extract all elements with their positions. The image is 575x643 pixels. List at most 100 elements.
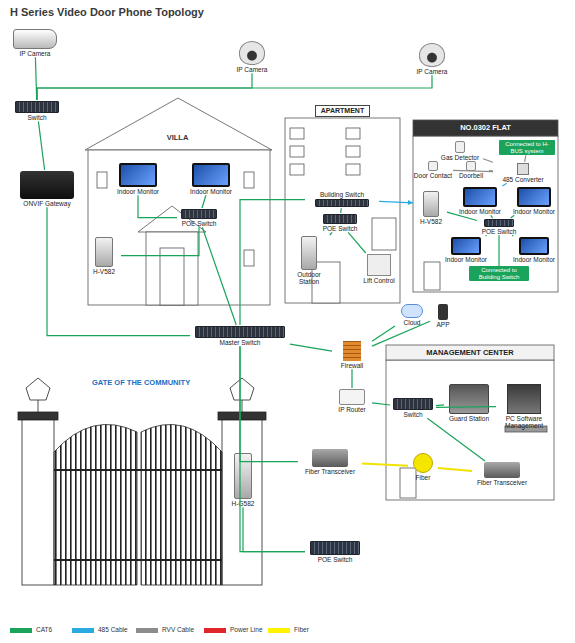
apartment-wall <box>285 118 400 303</box>
cable-connector <box>240 346 305 551</box>
node-label: Indoor Monitor <box>513 256 555 263</box>
device-icon <box>507 384 541 414</box>
device-icon <box>343 341 361 361</box>
device-node: Firewall <box>332 340 372 369</box>
device-node: APP <box>430 303 456 328</box>
device-node: Indoor Monitor <box>188 162 234 195</box>
device-icon <box>192 163 230 187</box>
node-label: H-G582 <box>232 500 255 507</box>
cable-line <box>491 215 493 218</box>
cable-connector <box>427 418 485 461</box>
cable-line <box>340 208 342 213</box>
gate-drawing <box>18 378 266 585</box>
device-node: Indoor Monitor <box>443 236 489 263</box>
device-node: ONVIF Gateway <box>12 170 82 207</box>
cable-connector <box>37 75 432 100</box>
cable-connector <box>379 200 413 205</box>
building-area: APARTMENTBuilding SwitchPOE SwitchOutdoo… <box>285 103 400 303</box>
device-node: IP Router <box>332 388 372 413</box>
pillar-cap <box>18 412 58 420</box>
area-label: GATE OF THE COMMUNITY <box>92 378 190 387</box>
device-icon <box>239 41 265 65</box>
diagram-title: H Series Video Door Phone Topology <box>10 6 204 18</box>
node-label: Indoor Monitor <box>459 208 501 215</box>
building-area: VILLAIndoor MonitorIndoor MonitorPOE Swi… <box>85 128 270 308</box>
device-icon <box>449 384 489 414</box>
cable-line <box>138 195 177 217</box>
device-icon <box>484 462 520 478</box>
cable-line <box>427 418 485 461</box>
device-node: Indoor Monitor <box>457 186 503 215</box>
cable-line <box>512 235 513 237</box>
cable-connector <box>436 406 496 408</box>
node-label: POE Switch <box>318 556 353 563</box>
cable-connector <box>202 227 236 325</box>
device-icon <box>419 43 445 67</box>
cable-line <box>486 235 487 237</box>
cable-connector <box>340 208 341 213</box>
device-node: Switch <box>390 397 436 418</box>
device-icon <box>15 101 59 113</box>
legend-swatch <box>204 628 226 633</box>
cable-line <box>453 170 493 171</box>
node-label: Guard Station <box>449 415 489 422</box>
cable-line <box>436 406 496 408</box>
device-icon <box>301 236 317 270</box>
apartment-window <box>290 146 304 157</box>
apartment-window <box>346 146 360 157</box>
node-label: Lift Control <box>363 277 394 284</box>
management-wall <box>386 360 554 500</box>
device-node: Doorbell <box>453 160 489 179</box>
device-icon <box>310 541 360 555</box>
device-icon <box>428 161 438 171</box>
device-node: Outdoor Station <box>287 235 331 286</box>
cable-connector <box>138 195 177 217</box>
device-node: POE Switch <box>477 218 521 235</box>
device-node: Indoor Monitor <box>511 186 557 215</box>
porch <box>146 232 198 305</box>
cable-line <box>372 321 430 346</box>
device-icon <box>438 304 448 320</box>
lamp-post <box>38 400 39 412</box>
cable-line <box>240 346 298 461</box>
cable-line <box>35 57 36 100</box>
legend-text: Fiber <box>294 626 309 633</box>
device-icon <box>234 453 252 499</box>
management-door <box>400 468 416 498</box>
villa-roof <box>85 98 272 150</box>
cable-line <box>503 183 507 186</box>
cable-connector <box>290 344 332 351</box>
villa-wall <box>88 150 270 305</box>
cable-line <box>37 73 252 100</box>
node-label: Outdoor Station <box>287 271 331 286</box>
node-label: Fiber Transceiver <box>477 479 527 486</box>
villa-drawing <box>85 98 272 305</box>
gate-rail <box>54 559 222 561</box>
node-label: MANAGEMENT CENTER <box>426 349 514 357</box>
cable-connector <box>240 346 298 461</box>
device-node: Switch <box>12 100 62 121</box>
apartment-window <box>346 128 360 139</box>
cable-line <box>330 232 332 235</box>
cable-connector <box>491 215 493 218</box>
cable-line <box>202 195 206 208</box>
node-label: APP <box>436 321 449 328</box>
cable-connector <box>121 227 199 255</box>
node-label: Indoor Monitor <box>445 256 487 263</box>
cable-connector <box>372 326 395 341</box>
cable-line <box>243 507 305 551</box>
node-label: Fiber Transceiver <box>305 468 355 475</box>
villa-window <box>97 172 107 188</box>
device-node: Door Contact <box>413 160 453 179</box>
node-label: ONVIF Gateway <box>23 200 70 207</box>
device-icon <box>466 161 476 171</box>
cable-line <box>38 121 44 170</box>
node-label: Indoor Monitor <box>190 188 232 195</box>
node-label: Doorbell <box>459 172 483 179</box>
gate-rail <box>54 469 222 471</box>
cable-line <box>37 75 432 100</box>
node-label: Indoor Monitor <box>513 208 555 215</box>
cable-connector <box>486 235 487 237</box>
node-label: Switch <box>403 411 422 418</box>
